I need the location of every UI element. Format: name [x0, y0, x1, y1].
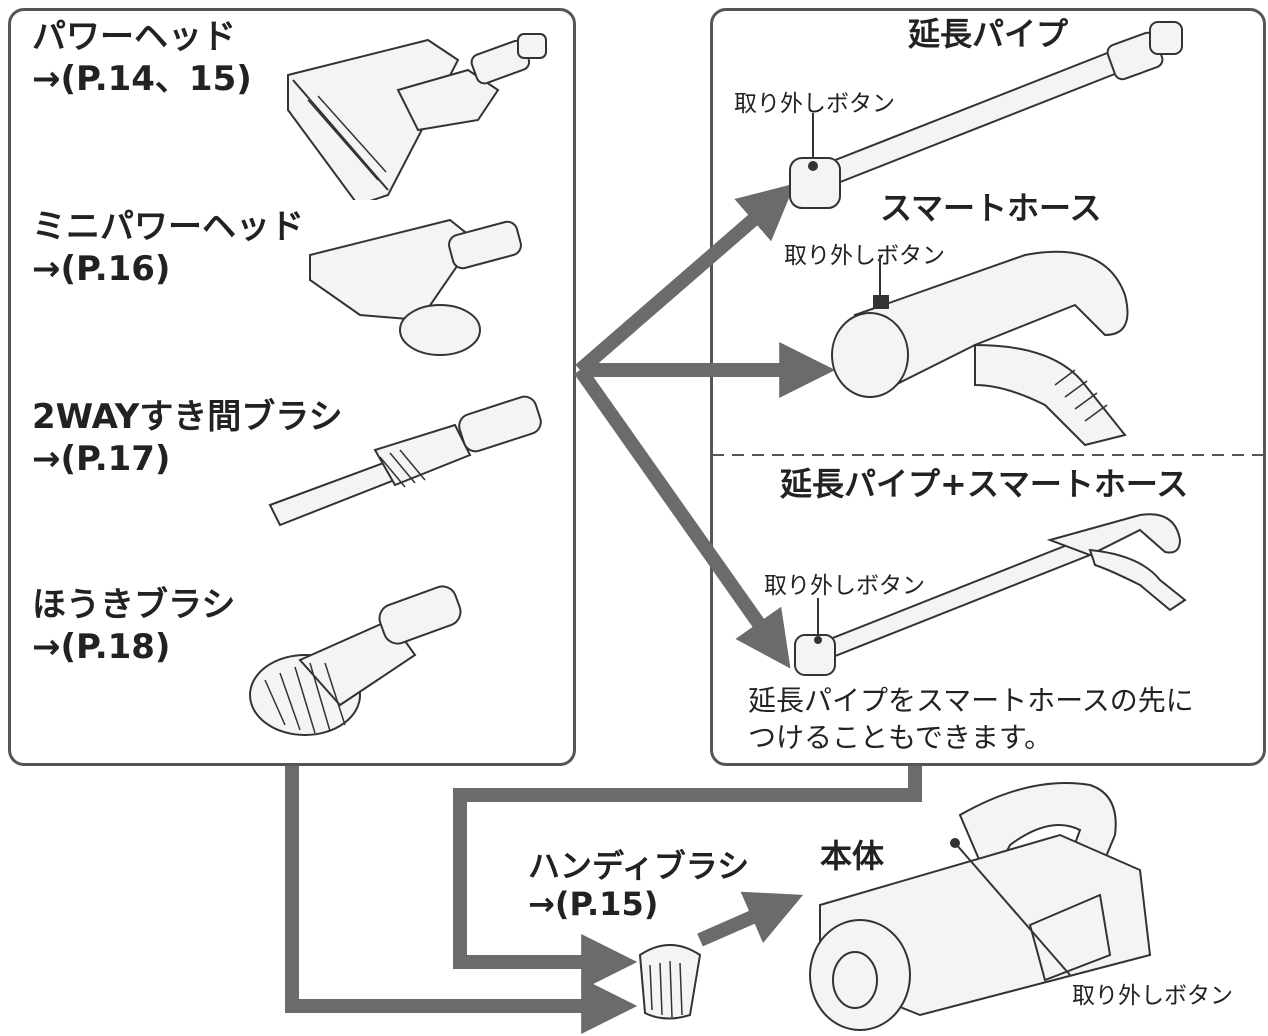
- item-2way-brush-ref[interactable]: →(P.17): [32, 439, 171, 479]
- main-body-release-label: 取り外しボタン: [1072, 983, 1233, 1009]
- attachments-panel: [8, 8, 576, 766]
- power-head-illustration: [287, 33, 547, 200]
- item-mini-power-head-name: ミニパワーヘッド: [32, 207, 304, 247]
- combo-illustration: [794, 513, 1187, 676]
- combo-note-line2: つけることもできます。: [748, 721, 1053, 754]
- combo-note-line1: 延長パイプをスマートホースの先に: [748, 684, 1194, 717]
- arrow-to-extension-pipe: [575, 183, 796, 376]
- item-broom-brush-ref[interactable]: →(P.18): [32, 627, 171, 667]
- extension-pipe-title: 延長パイプ: [908, 15, 1069, 53]
- 2way-brush-illustration: [268, 395, 542, 527]
- item-power-head-ref[interactable]: →(P.14、15): [32, 59, 252, 99]
- item-mini-power-head-ref[interactable]: →(P.16): [32, 249, 171, 289]
- extension-pipe-release-label: 取り外しボタン: [734, 91, 895, 117]
- handy-brush-illustration: [638, 944, 702, 1020]
- combo-title: 延長パイプ+スマートホース: [780, 465, 1189, 503]
- extension-pipe-illustration: [789, 21, 1183, 209]
- handy-brush-name: ハンディブラシ: [528, 847, 750, 885]
- mini-power-head-illustration: [309, 218, 522, 356]
- main-body-illustration: [809, 782, 1152, 1031]
- connector-right-to-handy: [453, 766, 922, 990]
- smart-hose-illustration: [831, 250, 1129, 447]
- item-2way-brush-name: 2WAYすき間ブラシ: [32, 397, 343, 437]
- arrow-handy-to-body: [697, 891, 804, 947]
- main-body-title: 本体: [820, 837, 885, 875]
- smart-hose-title: スマートホース: [880, 189, 1102, 227]
- connector-left-to-handy: [285, 766, 638, 1034]
- handy-brush-ref[interactable]: →(P.15): [528, 885, 659, 923]
- broom-brush-illustration: [249, 585, 462, 736]
- item-broom-brush-name: ほうきブラシ: [32, 585, 236, 625]
- item-power-head-name: パワーヘッド: [32, 17, 236, 57]
- arrow-to-combo: [574, 365, 791, 669]
- combo-release-label: 取り外しボタン: [764, 573, 925, 599]
- smart-hose-release-label: 取り外しボタン: [784, 243, 945, 269]
